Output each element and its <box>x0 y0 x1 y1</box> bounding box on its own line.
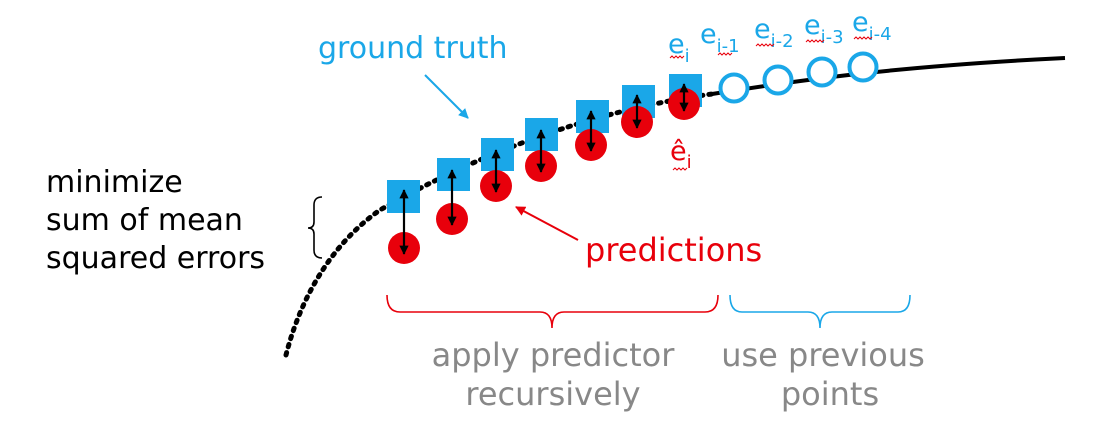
objective-brace <box>307 196 323 259</box>
error-label-e-i: ei <box>668 29 690 67</box>
objective-line-2: sum of mean <box>46 203 243 238</box>
recursive-bracket <box>386 294 719 329</box>
error-label-e-i-2: ei-2 <box>754 14 794 52</box>
error-arrows <box>399 83 689 255</box>
error-label-e-hat-i: êi <box>670 136 692 173</box>
error-label-e-i-3: ei-3 <box>804 10 844 48</box>
previous-points <box>718 51 879 104</box>
previous-point <box>806 56 838 88</box>
ground-truth-square <box>481 138 514 171</box>
objective-line-1: minimize <box>46 165 183 200</box>
ground-truth-square <box>576 100 609 133</box>
recursive-label-line-1: apply predictor <box>432 336 676 374</box>
predictions-pointer-arrow <box>515 206 579 241</box>
previous-label-line-1: use previous <box>721 336 925 374</box>
objective-line-3: squared errors <box>46 241 265 276</box>
previous-label-line-2: points <box>781 375 879 413</box>
error-label-e-i-4: ei-4 <box>852 7 892 45</box>
recursive-label-line-2: recursively <box>465 375 640 413</box>
previous-bracket <box>729 294 911 329</box>
squiggle-underlines <box>669 36 873 171</box>
ground-truth-pointer-arrow <box>424 74 469 119</box>
previous-point <box>718 72 750 104</box>
ground-truth-points <box>387 74 702 213</box>
previous-point <box>762 64 794 96</box>
objective-text: minimize sum of mean squared errors <box>46 165 265 276</box>
error-labels: ei ei-1 ei-2 ei-3 ei-4 <box>668 7 892 67</box>
previous-point <box>847 51 879 83</box>
ground-truth-label: ground truth <box>318 31 508 66</box>
ground-truth-square <box>437 158 470 191</box>
error-label-e-i-1: ei-1 <box>700 19 740 57</box>
predictions-label: predictions <box>585 231 762 269</box>
